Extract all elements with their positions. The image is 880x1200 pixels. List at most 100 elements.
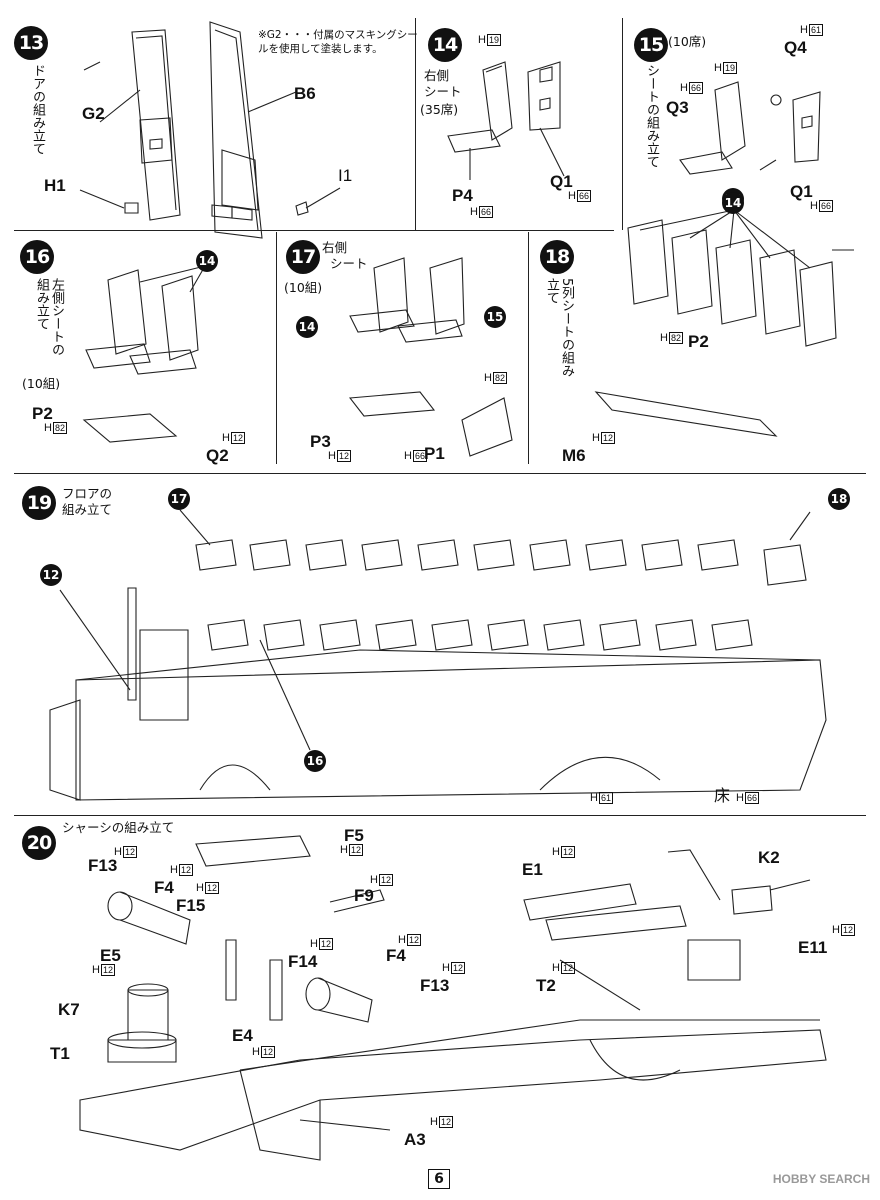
step-19-badge: 19: [22, 486, 56, 520]
part-f4a-label: F4: [154, 878, 174, 897]
step-15-title: シートの組み立て: [644, 64, 659, 168]
step-15-subtitle: (10席): [668, 34, 707, 49]
step-13-badge: 13: [14, 26, 48, 60]
floor-label: 床: [714, 786, 731, 805]
step-16-badge: 16: [20, 240, 54, 274]
step-16-title: 左側シートの組み立て: [34, 278, 64, 356]
part-f4b-label: F4: [386, 946, 406, 965]
page-number: 6: [428, 1169, 450, 1189]
part-m6-label: M6: [562, 446, 586, 465]
step-16-subtitle: (10組): [22, 376, 61, 391]
part-k2-label: K2: [758, 848, 780, 867]
part-e4-label: E4: [232, 1026, 253, 1045]
step-19-title-line2: 組み立て: [62, 502, 113, 517]
step-20-title: シャーシの組み立て: [62, 820, 175, 835]
part-t2-label: T2: [536, 976, 556, 995]
part-f13a-label: F13: [88, 856, 118, 875]
step-18-title: 5列シートの組み立て: [544, 278, 574, 378]
part-q2-label: Q2: [206, 446, 229, 465]
watermark: HOBBY SEARCH: [772, 1172, 870, 1186]
part-b6-label: B6: [294, 84, 316, 103]
part-q4-label: Q4: [784, 38, 807, 57]
part-p3-label: P3: [310, 432, 331, 451]
part-e5-label: E5: [100, 946, 121, 965]
step-20-badge: 20: [22, 826, 56, 860]
step-14-subtitle: (35席): [420, 102, 459, 117]
part-f9-label: F9: [354, 886, 374, 905]
step-16-ref-14: 14: [196, 250, 218, 272]
step-19-ref-17: 17: [168, 488, 190, 510]
divider-row3: [14, 815, 866, 816]
step-19-title-line1: フロアの: [62, 486, 113, 501]
part-f13b-label: F13: [420, 976, 450, 995]
part-a3-label: A3: [404, 1130, 426, 1149]
step-13-title: ドアの組み立て: [30, 64, 45, 155]
part-q3-label: Q3: [666, 98, 689, 117]
divider-mid-1: [276, 232, 277, 464]
part-i1-label: I1: [338, 166, 353, 185]
step-17-ref-15: 15: [484, 306, 506, 328]
step-17-ref-14: 14: [296, 316, 318, 338]
part-f15-label: F15: [176, 896, 206, 915]
part-t1-label: T1: [50, 1044, 70, 1063]
step-14-badge: 14: [428, 28, 462, 62]
step-14-title-line1: 右側: [424, 68, 450, 83]
step-17-badge: 17: [286, 240, 320, 274]
part-k7-label: K7: [58, 1000, 80, 1019]
part-p2-16-label: P2: [32, 404, 53, 423]
divider-row2: [14, 473, 866, 474]
step-19-ref-16: 16: [304, 750, 326, 772]
step-13-note: ※G2・・・付属のマスキングシールを使用して塗装します。: [258, 29, 418, 55]
part-p4-label: P4: [452, 186, 473, 205]
step-17-title-line2: シート: [330, 256, 368, 271]
part-f5-label: F5: [344, 826, 364, 845]
step-19-ref-12: 12: [40, 564, 62, 586]
step-18-badge: 18: [540, 240, 574, 274]
divider-row1: [14, 230, 614, 231]
part-p2-18-label: P2: [688, 332, 709, 351]
part-e11-label: E11: [798, 938, 828, 957]
step-14-title-line2: シート: [424, 84, 462, 99]
divider-top-2: [622, 18, 623, 230]
part-g2-label: G2: [82, 104, 105, 123]
part-q1-15-label: Q1: [790, 182, 813, 201]
part-q1-label: Q1: [550, 172, 573, 191]
divider-mid-2: [528, 232, 529, 464]
part-f14-label: F14: [288, 952, 318, 971]
step-17-subtitle: (10組): [284, 280, 323, 295]
part-e1-label: E1: [522, 860, 543, 879]
step-17-title-line1: 右側: [322, 240, 348, 255]
divider-top-1: [415, 18, 416, 230]
step-18-ref-14: 14: [722, 192, 744, 214]
step-15-badge: 15: [634, 28, 668, 62]
